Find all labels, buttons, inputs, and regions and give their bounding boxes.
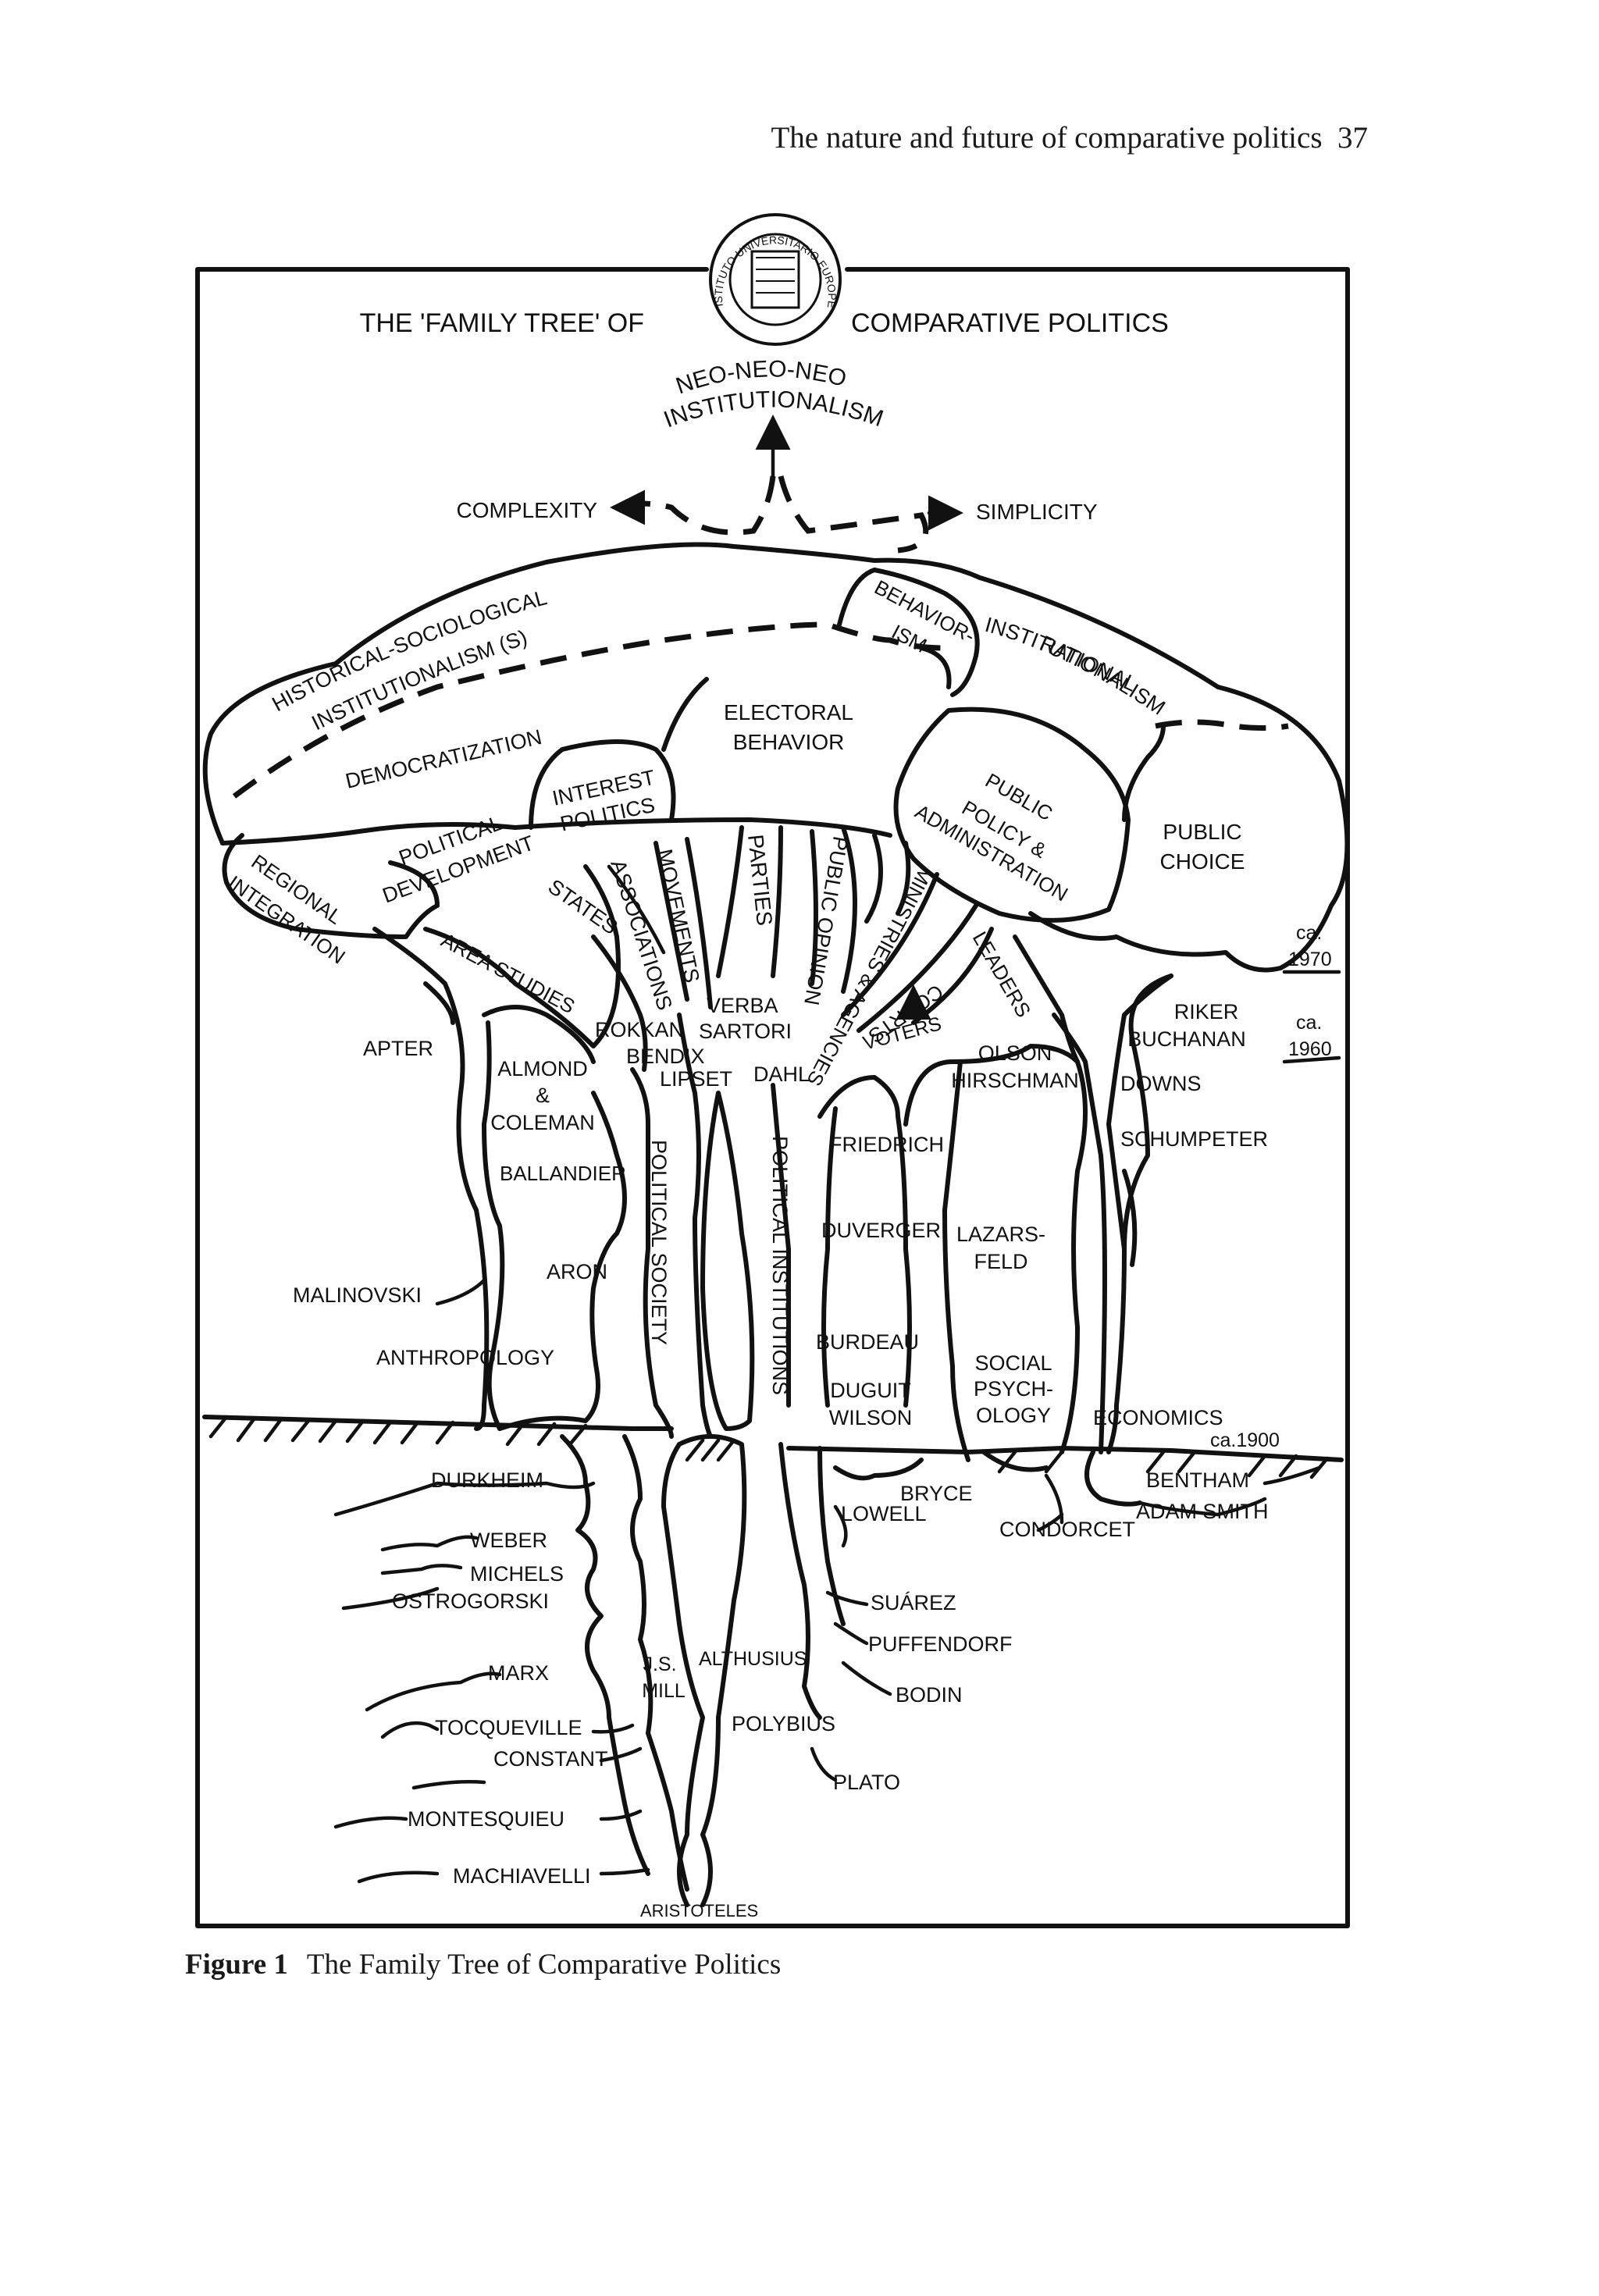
adam-smith-label: ADAM SMITH — [1136, 1500, 1269, 1523]
economics-label: ECONOMICS — [1093, 1406, 1223, 1429]
js-mill-label-2: MILL — [642, 1680, 686, 1702]
lowell-label: LOWELL — [841, 1502, 927, 1525]
machiavelli-label: MACHIAVELLI — [453, 1864, 591, 1888]
lazarsfeld-label-1: LAZARS- — [956, 1223, 1045, 1246]
simplicity-label: SIMPLICITY — [976, 500, 1098, 524]
running-head: The nature and future of comparative pol… — [640, 120, 1368, 155]
ostrogorski-label: OSTROGORSKI — [392, 1589, 549, 1613]
constant-label: CONSTANT — [493, 1747, 608, 1771]
althusius-label: ALTHUSIUS — [699, 1648, 807, 1670]
area-studies-label: AREA STUDIES — [437, 928, 579, 1018]
tocqueville-label: TOCQUEVILLE — [435, 1716, 582, 1739]
bentham-label: BENTHAM — [1146, 1468, 1249, 1492]
caption-text: The Family Tree of Comparative Politics — [306, 1949, 782, 1981]
bodin-label: BODIN — [896, 1683, 963, 1707]
ground-line — [202, 1415, 1344, 1479]
apter-label: APTER — [363, 1037, 433, 1060]
plato-label: PLATO — [833, 1771, 900, 1794]
political-society-label: POLITICAL SOCIETY — [647, 1140, 671, 1345]
crown-outline — [202, 542, 1350, 973]
figure-caption: Figure 1 The Family Tree of Comparative P… — [185, 1948, 781, 1981]
dahl-label: DAHL — [753, 1063, 810, 1086]
wilson-label: WILSON — [829, 1406, 913, 1429]
lipset-label: LIPSET — [660, 1067, 732, 1091]
almond-label-1: ALMOND — [497, 1057, 588, 1080]
public-choice-label-2: CHOICE — [1160, 849, 1245, 874]
riker-label: RIKER — [1174, 1000, 1239, 1023]
friedrich-label: FRIEDRICH — [829, 1133, 944, 1156]
trunk-and-branches — [372, 825, 1173, 1462]
electoral-behavior-label-2: BEHAVIOR — [733, 730, 845, 754]
roots — [560, 1434, 1142, 1907]
lazarsfeld-label-2: FELD — [974, 1250, 1027, 1273]
democratization-label: DEMOCRATIZATION — [344, 725, 544, 793]
complexity-label: COMPLEXITY — [457, 498, 598, 522]
schumpeter-label: SCHUMPETER — [1120, 1127, 1268, 1151]
suarez-label: SUÁREZ — [871, 1591, 956, 1614]
ca1900-label: ca.1900 — [1210, 1429, 1280, 1451]
electoral-behavior-label-1: ELECTORAL — [724, 700, 853, 724]
diagram-title-left: THE 'FAMILY TREE' OF — [360, 308, 644, 338]
anthropology-label: ANTHROPOLOGY — [376, 1346, 554, 1369]
running-head-title: The nature and future of comparative pol… — [771, 121, 1323, 155]
parties-label: PARTIES — [743, 833, 777, 927]
seal-building-icon — [750, 250, 800, 309]
condorcet-label: CONDORCET — [999, 1518, 1135, 1541]
ca1960-label-2: 1960 — [1288, 1038, 1332, 1060]
durkheim-label: DURKHEIM — [431, 1468, 543, 1492]
marx-label: MARX — [488, 1661, 549, 1685]
social-psychology-label-1: SOCIAL — [974, 1351, 1052, 1375]
olson-label: OLSON — [978, 1041, 1052, 1065]
rational-institutionalism-label: INSTITUTIONALISM — [982, 613, 1169, 720]
js-mill-label-1: J.S. — [643, 1653, 676, 1675]
diagram-title-right: COMPARATIVE POLITICS — [851, 308, 1169, 338]
weber-label: WEBER — [470, 1529, 547, 1552]
ca1960-label-1: ca. — [1296, 1012, 1322, 1034]
almond-label-2: & — [536, 1084, 550, 1107]
montesquieu-label: MONTESQUIEU — [408, 1807, 564, 1831]
verba-label: VERBA — [707, 994, 778, 1017]
diagram-frame — [195, 267, 1350, 1928]
social-psychology-label-3: OLOGY — [976, 1404, 1051, 1427]
public-choice-label-1: PUBLIC — [1163, 820, 1241, 844]
hirschman-label: HIRSCHMAN — [951, 1069, 1079, 1092]
institute-seal: ISTITUTO UNIVERSITARIO EUROPEO — [0, 0, 842, 346]
rokkan-label: ROKKAN — [595, 1018, 684, 1041]
political-institutions-label: POLITICAL INSTITUTIONS — [768, 1136, 792, 1395]
leaders-label: LEADERS — [968, 927, 1036, 1021]
caption-label: Figure 1 — [185, 1949, 288, 1981]
page-number: 37 — [1337, 121, 1368, 155]
puffendorf-label: PUFFENDORF — [868, 1632, 1013, 1656]
burdeau-label: BURDEAU — [816, 1330, 919, 1354]
duguit-label: DUGUIT — [830, 1379, 911, 1402]
dashed-arrows — [610, 415, 963, 554]
ballandier-label: BALLANDIER — [500, 1162, 626, 1185]
michels-label: MICHELS — [470, 1562, 564, 1586]
almond-label-3: COLEMAN — [490, 1111, 595, 1134]
malinovski-label: MALINOVSKI — [293, 1283, 422, 1307]
buchanan-label: BUCHANAN — [1127, 1027, 1246, 1051]
duverger-label: DUVERGER — [821, 1219, 941, 1242]
downs-label: DOWNS — [1120, 1072, 1202, 1095]
aristoteles-label: ARISTOTELES — [640, 1901, 758, 1920]
behaviorism-label-2: ISM — [888, 620, 931, 657]
ca1970-label-2: 1970 — [1288, 949, 1332, 970]
aron-label: ARON — [547, 1260, 607, 1283]
bendix-label: BENDIX — [626, 1045, 705, 1068]
ca1970-label-1: ca. — [1296, 922, 1322, 944]
bryce-label: BRYCE — [900, 1482, 973, 1505]
root-tendrils — [333, 1465, 1322, 1884]
polybius-label: POLYBIUS — [732, 1712, 835, 1735]
social-psychology-label-2: PSYCH- — [974, 1377, 1053, 1401]
sartori-label: SARTORI — [699, 1020, 792, 1043]
ca1960-underline — [1282, 1055, 1341, 1064]
